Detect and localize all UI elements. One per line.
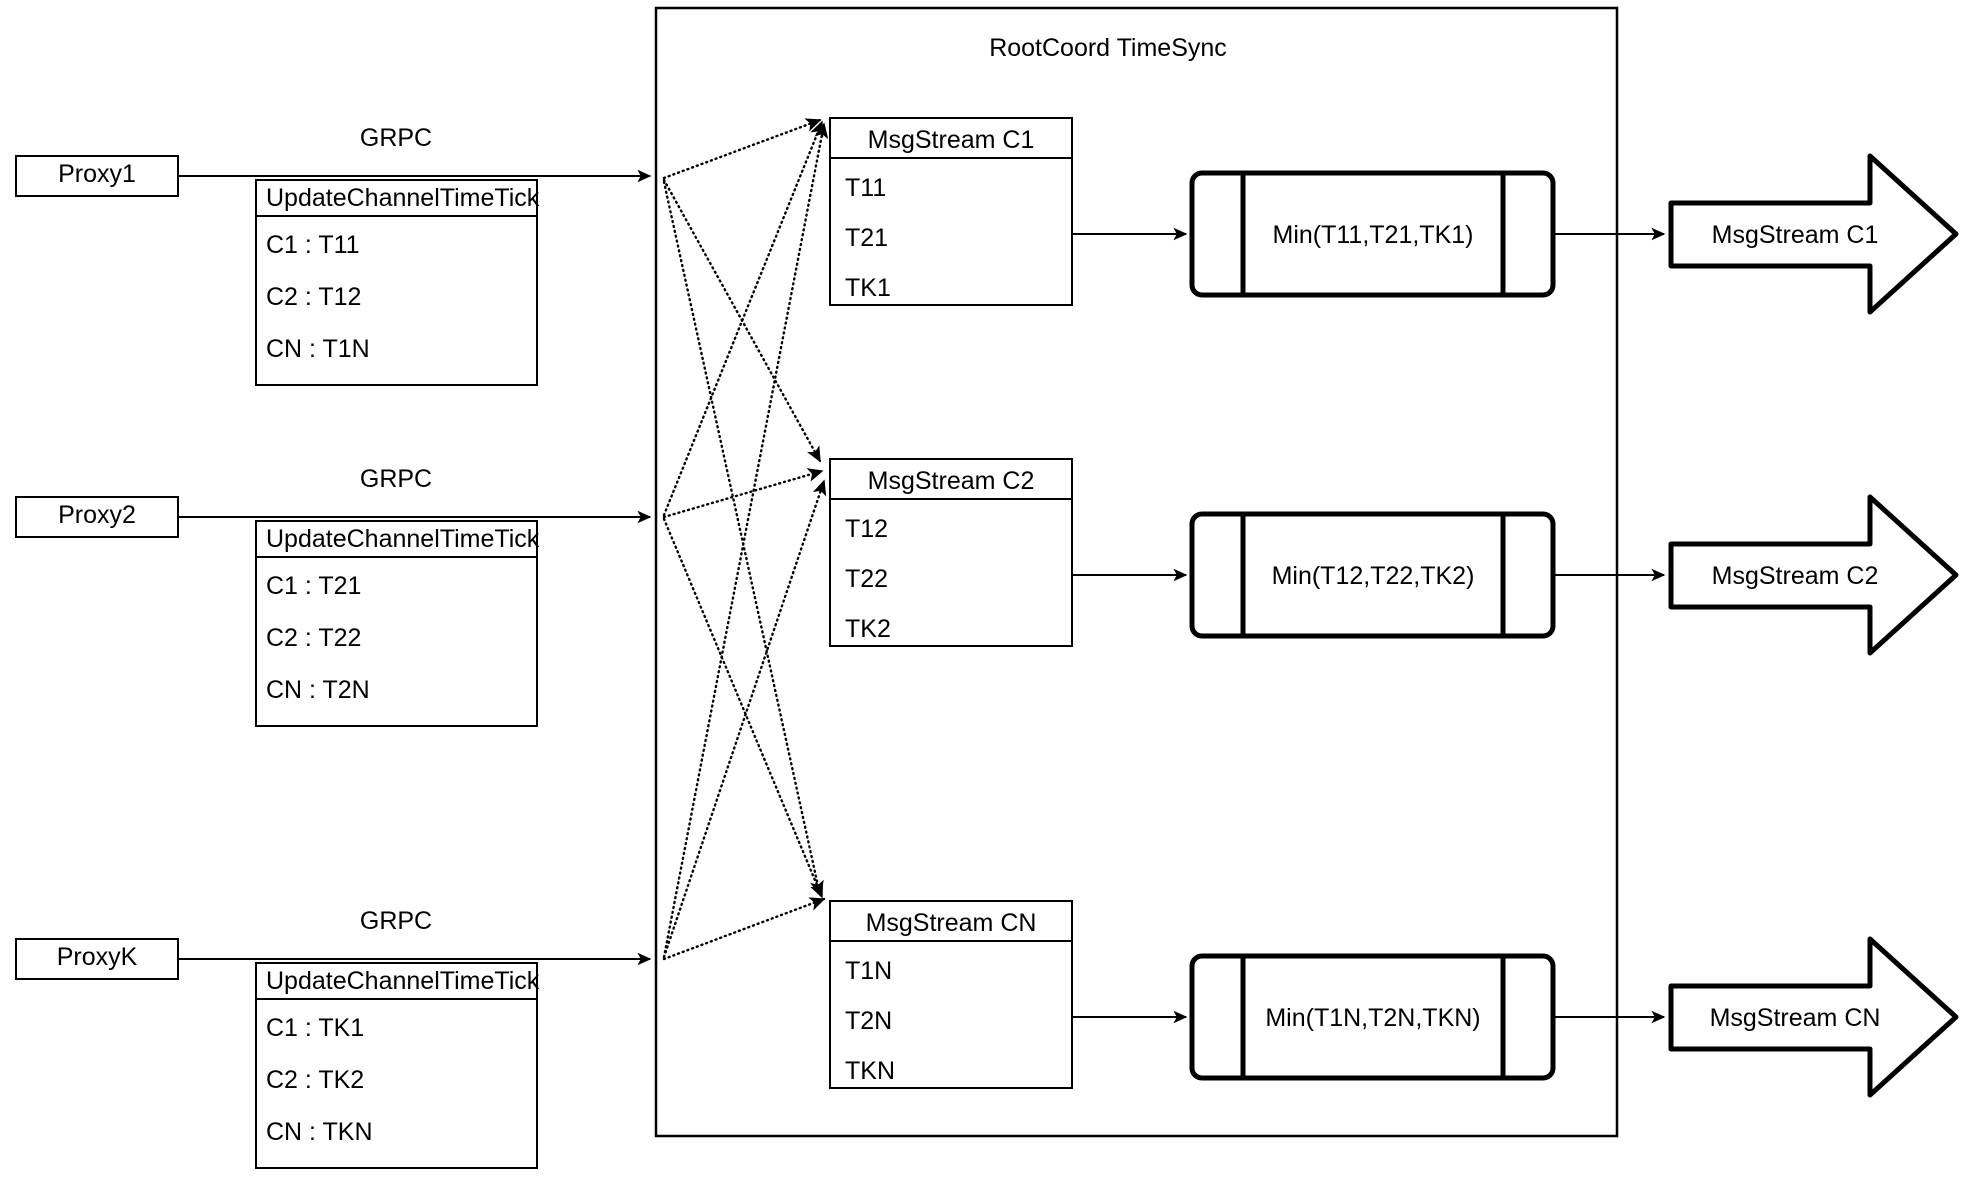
- msgstream-row-2-1: T22: [845, 565, 888, 593]
- min-label-3: Min(T1N,T2N,TKN): [1265, 1004, 1480, 1032]
- output-block-arrow-3: [1668, 936, 1959, 1098]
- rpc-title-2: UpdateChannelTimeTick: [266, 525, 540, 553]
- grpc-label-3: GRPC: [360, 907, 432, 935]
- dotted-link-p2-cn: [662, 517, 824, 899]
- msgstream-row-3-0: T1N: [845, 957, 892, 985]
- msgstream-box-3: [829, 900, 1073, 1089]
- rpc-row-1-2: CN : T1N: [266, 335, 370, 363]
- rpc-row-1-1: C2 : T12: [266, 283, 361, 311]
- output-label-2: MsgStream C2: [1712, 562, 1879, 590]
- rpc-row-1-0: C1 : T11: [266, 231, 360, 259]
- dotted-link-p1-cn: [662, 180, 824, 897]
- msgstream-row-1-0: T11: [845, 174, 886, 202]
- rpc-row-2-0: C1 : T21: [266, 572, 361, 600]
- output-label-1: MsgStream C1: [1712, 221, 1879, 249]
- output-label-3: MsgStream CN: [1710, 1004, 1881, 1032]
- dotted-link-p2-c1: [662, 120, 824, 517]
- dotted-link-p1-c1: [662, 118, 822, 180]
- rpc-title-1: UpdateChannelTimeTick: [266, 184, 540, 212]
- proxy-box-1[interactable]: [15, 155, 179, 197]
- rpc-box-1: [255, 179, 538, 386]
- rootcoord-title: RootCoord TimeSync: [989, 34, 1227, 62]
- rpc-title-3: UpdateChannelTimeTick: [266, 967, 540, 995]
- rpc-box-3: [255, 962, 538, 1169]
- msgstream-row-2-2: TK2: [845, 615, 891, 643]
- dotted-link-p2-c2: [662, 468, 824, 519]
- msgstream-title-3: MsgStream CN: [866, 909, 1037, 937]
- proxy-box-2[interactable]: [15, 496, 179, 538]
- msgstream-row-1-1: T21: [845, 224, 888, 252]
- msgstream-row-3-2: TKN: [845, 1057, 895, 1085]
- msgstream-row-1-2: TK1: [845, 274, 891, 302]
- rpc-row-3-0: C1 : TK1: [266, 1014, 364, 1042]
- grpc-label-1: GRPC: [360, 124, 432, 152]
- rootcoord-container: [654, 6, 1619, 1138]
- rpc-row-2-2: CN : T2N: [266, 676, 370, 704]
- grpc-label-2: GRPC: [360, 465, 432, 493]
- rpc-row-3-1: C2 : TK2: [266, 1066, 364, 1094]
- proxy-label-3: ProxyK: [57, 943, 138, 971]
- msgstream-title-2: MsgStream C2: [868, 467, 1035, 495]
- min-label-1: Min(T11,T21,TK1): [1273, 221, 1474, 249]
- rpc-row-2-1: C2 : T22: [266, 624, 361, 652]
- proxy-label-1: Proxy1: [58, 160, 136, 188]
- dotted-link-pk-c2: [662, 479, 827, 959]
- rpc-row-3-2: CN : TKN: [266, 1118, 373, 1146]
- msgstream-row-2-0: T12: [845, 515, 888, 543]
- msgstream-box-2: [829, 458, 1073, 647]
- dotted-link-pk-c1: [662, 122, 829, 959]
- dotted-link-pk-cn: [662, 897, 826, 961]
- msgstream-row-3-1: T2N: [845, 1007, 892, 1035]
- rpc-box-2: [255, 520, 538, 727]
- output-block-arrow-2: [1668, 494, 1959, 656]
- output-block-arrow-1: [1668, 153, 1959, 315]
- msgstream-box-1: [829, 117, 1073, 306]
- msgstream-title-1: MsgStream C1: [868, 126, 1035, 154]
- proxy-label-2: Proxy2: [58, 501, 136, 529]
- min-label-2: Min(T12,T22,TK2): [1272, 562, 1475, 590]
